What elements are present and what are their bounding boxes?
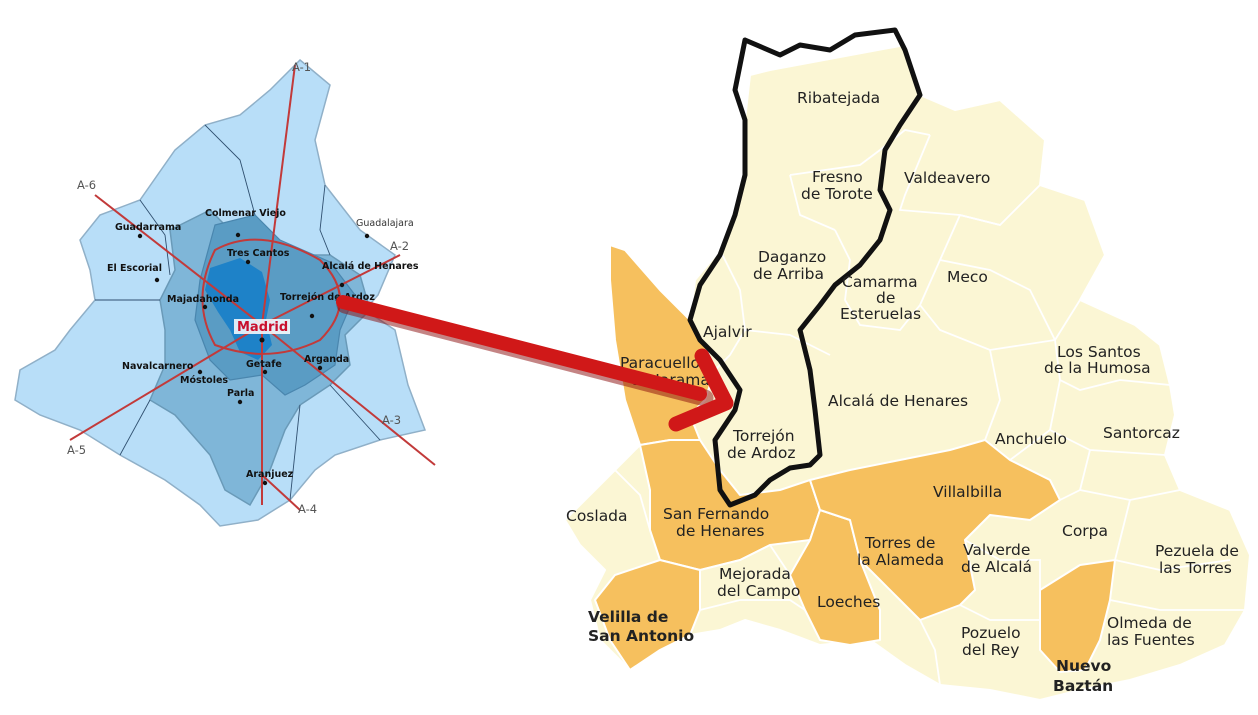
town-label: Arganda — [304, 354, 349, 365]
town-label: Móstoles — [180, 375, 228, 386]
road-a5 — [69, 324, 263, 441]
muni-label-meco: Meco — [947, 268, 988, 286]
road-label: A-2 — [390, 239, 409, 253]
muni-label-valverde-2: de Alcalá — [961, 558, 1032, 576]
muni-label-daganzo: Daganzo — [758, 248, 826, 266]
town-label: Alcalá de Henares — [322, 261, 419, 272]
road-a6 — [94, 194, 263, 326]
muni-label-torrejon: Torrejón — [732, 427, 795, 445]
muni-villalbilla-torres — [809, 439, 1061, 621]
muni-label-anchuelo: Anchuelo — [995, 430, 1067, 448]
muni-label-ribatejada: Ribatejada — [797, 89, 880, 107]
madrid-city-area — [205, 258, 272, 360]
muni-label-pozuelo: Pozuelo — [961, 624, 1021, 642]
muni-nuevo-baztan — [1039, 559, 1116, 673]
municipal-borders — [614, 129, 1245, 686]
muni-label-santorcaz: Santorcaz — [1103, 424, 1180, 442]
madrid-label-bg — [234, 319, 290, 334]
town-label: Parla — [227, 388, 254, 399]
muni-label-olmeda-2: las Fuentes — [1107, 631, 1195, 649]
muni-label-paracuellos: Paracuellos — [620, 354, 708, 372]
muni-label-san-fernando-2: de Henares — [676, 522, 764, 540]
muni-label-pezuela: Pezuela de — [1155, 542, 1239, 560]
road-label: A-3 — [382, 413, 401, 427]
road-label: A-5 — [67, 443, 86, 457]
muni-label-fresno-2: de Torote — [801, 185, 873, 203]
highlighted-corridor-outline — [687, 27, 923, 508]
town-label: Colmenar Viejo — [205, 208, 286, 219]
muni-label-pozuelo-2: del Rey — [962, 641, 1019, 659]
muni-label-baztan: Baztán — [1053, 677, 1113, 695]
road-label: A-6 — [77, 178, 96, 192]
muni-label-daganzo-2: de Arriba — [753, 265, 824, 283]
road-a1 — [261, 64, 296, 326]
zoom-arrow — [336, 295, 734, 432]
muni-label-torres: Torres de — [864, 534, 935, 552]
muni-label-villalbilla: Villalbilla — [933, 483, 1002, 501]
road-a3 — [261, 324, 436, 466]
muni-velilla — [594, 559, 701, 671]
muni-label-ajalvir: Ajalvir — [703, 323, 752, 341]
town-label: Guadalajara — [356, 218, 414, 229]
muni-label-san-fernando: San Fernando — [663, 505, 769, 523]
muni-label-pezuela-2: las Torres — [1159, 559, 1232, 577]
town-markers — [137, 232, 370, 486]
muni-label-camarma-3: Esteruelas — [840, 305, 921, 323]
road-a2 — [261, 254, 401, 326]
town-label: Majadahonda — [167, 294, 239, 305]
town-label: Guadarrama — [115, 222, 181, 233]
muni-label-valdeavero: Valdeavero — [904, 169, 990, 187]
ring-road — [201, 238, 341, 355]
muni-label-santos: Los Santos — [1057, 343, 1141, 361]
madrid-label: Madrid — [237, 320, 288, 335]
road-label: A-4 — [298, 502, 317, 516]
town-label: El Escorial — [107, 263, 162, 274]
muni-label-corpa: Corpa — [1062, 522, 1108, 540]
town-label: Getafe — [246, 359, 282, 370]
muni-label-camarma: Camarma — [842, 273, 918, 291]
muni-label-mejorada: Mejorada — [719, 565, 791, 583]
muni-label-santos-2: de la Humosa — [1044, 359, 1151, 377]
municipality-labels: Ribatejada Fresno de Torote Valdeavero D… — [566, 89, 1239, 695]
muni-label-velilla: Velilla de — [588, 608, 668, 626]
town-label: Torrejón de Ardoz — [280, 292, 375, 303]
road-label: A-1 — [292, 60, 311, 74]
road-a4-ext — [261, 474, 301, 511]
muni-label-fresno: Fresno — [812, 168, 863, 186]
road-network — [69, 64, 436, 511]
muni-label-alcala: Alcalá de Henares — [828, 392, 968, 410]
muni-label-coslada: Coslada — [566, 507, 628, 525]
town-label: Navalcarnero — [122, 361, 194, 372]
town-label: Tres Cantos — [227, 248, 290, 259]
madrid-region-map: A-1 A-2 A-3 A-4 A-5 A-6 Colmenar Viejo G… — [14, 58, 436, 527]
muni-label-loeches: Loeches — [817, 593, 880, 611]
muni-label-camarma-2: de — [876, 289, 895, 307]
muni-label-torres-2: la Alameda — [857, 551, 944, 569]
town-label: Aranjuez — [246, 469, 294, 480]
muni-label-olmeda: Olmeda de — [1107, 614, 1192, 632]
muni-label-valverde: Valverde — [963, 541, 1030, 559]
muni-label-velilla-2: San Antonio — [588, 627, 694, 645]
muni-label-torrejon-2: de Ardoz — [727, 444, 795, 462]
muni-label-nuevo: Nuevo — [1056, 657, 1111, 675]
muni-label-mejorada-2: del Campo — [717, 582, 800, 600]
